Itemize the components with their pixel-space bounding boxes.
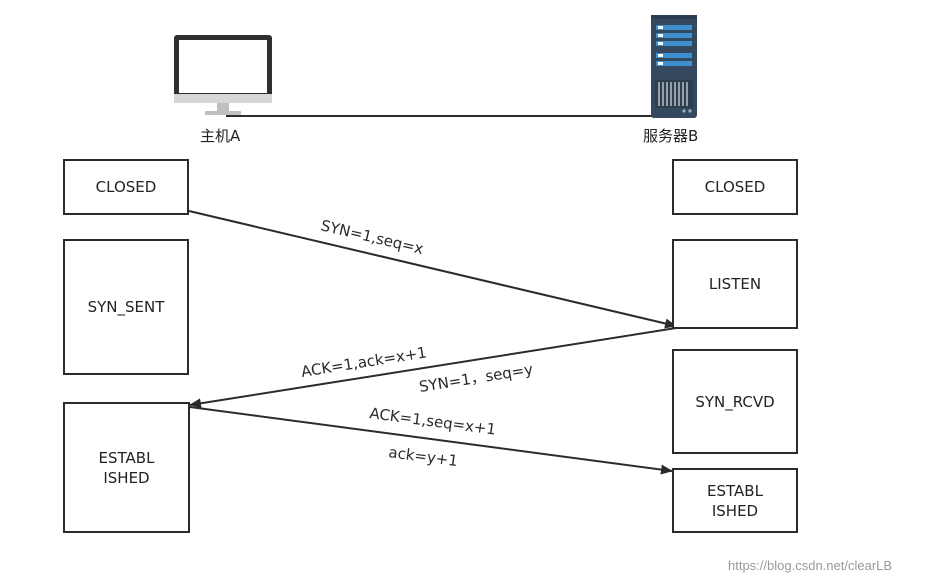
syn-ack-arrow: [189, 327, 677, 409]
desktop-monitor-icon: [174, 35, 272, 115]
server-state-listen-label: LISTEN: [708, 275, 762, 293]
client-state-closed: CLOSED: [63, 159, 189, 215]
client-state-established-line1: ESTABL: [98, 448, 155, 467]
server-state-closed-label: CLOSED: [704, 178, 766, 196]
server-host-label: 服务器B: [643, 127, 699, 145]
server-state-established-line2: ISHED: [711, 501, 759, 520]
server-state-syn-rcvd: SYN_RCVD: [672, 349, 798, 454]
server-state-listen: LISTEN: [672, 239, 798, 329]
syn-message-label: SYN=1,seq=x: [319, 216, 425, 258]
syn-arrow: [188, 210, 677, 329]
watermark-text: https://blog.csdn.net/clearLB: [728, 558, 893, 573]
client-state-syn-sent-label: SYN_SENT: [87, 298, 165, 316]
client-host-label: 主机A: [200, 127, 241, 145]
server-state-established: ESTABL ISHED: [672, 468, 798, 533]
ack-arrow: [189, 406, 673, 475]
client-state-established: ESTABL ISHED: [63, 402, 190, 533]
server-state-closed: CLOSED: [672, 159, 798, 215]
client-state-syn-sent: SYN_SENT: [63, 239, 189, 375]
client-state-established-line2: ISHED: [103, 468, 150, 487]
ack-message-label-ack: ack=y+1: [387, 443, 458, 470]
server-state-established-line1: ESTABL: [707, 481, 763, 500]
client-state-closed-label: CLOSED: [95, 178, 157, 196]
server-state-syn-rcvd-label: SYN_RCVD: [695, 392, 775, 411]
server-rack-icon: [651, 15, 697, 118]
syn-ack-message-label-ack: ACK=1,ack=x+1: [300, 343, 428, 381]
